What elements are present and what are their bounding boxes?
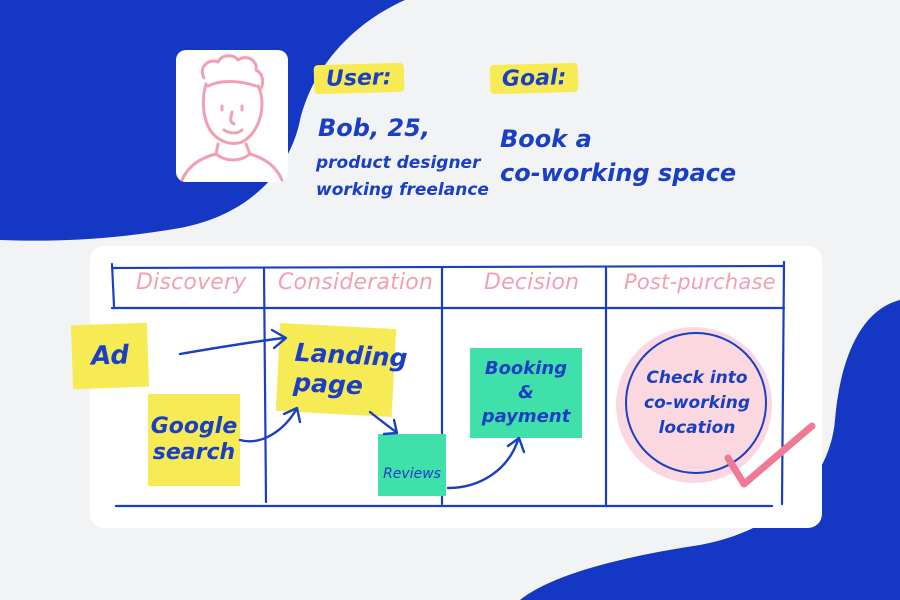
persona-role-line: product designer xyxy=(316,153,481,173)
landing-page-note: Landing page xyxy=(275,323,408,417)
persona-role-line: working freelance xyxy=(316,180,489,200)
user-tag: User: xyxy=(313,62,404,95)
persona-goal: Book a co-working space xyxy=(500,122,760,190)
note-line: Booking xyxy=(484,358,568,379)
persona-role: product designer working freelance xyxy=(316,150,516,204)
persona-name: Bob, 25, xyxy=(318,114,430,142)
note-line: page xyxy=(292,367,364,401)
stage-consideration: Consideration xyxy=(278,270,434,295)
checkin-line: Check into xyxy=(646,368,748,388)
google-search-note: Google search xyxy=(148,394,240,486)
reviews-note: Reviews xyxy=(378,434,446,496)
stage-discovery: Discovery xyxy=(136,270,247,295)
stage-decision: Decision xyxy=(484,270,580,295)
goal-tag: Goal: xyxy=(489,62,579,95)
note-line: Google xyxy=(150,414,238,439)
person-avatar-icon xyxy=(180,54,284,182)
stage-post-purchase: Post-purchase xyxy=(624,270,776,294)
checkin-line: location xyxy=(658,418,736,438)
note-line: search xyxy=(152,440,236,465)
checkin-line: co-working xyxy=(644,393,750,413)
ad-note: Ad xyxy=(70,322,150,390)
booking-payment-note: Booking & payment xyxy=(470,348,582,438)
note-line: & payment xyxy=(481,382,571,427)
persona-goal-line: co-working space xyxy=(500,159,737,187)
checkin-label: Check into co-working location xyxy=(632,366,762,441)
avatar xyxy=(176,50,288,182)
persona-goal-line: Book a xyxy=(500,125,592,153)
